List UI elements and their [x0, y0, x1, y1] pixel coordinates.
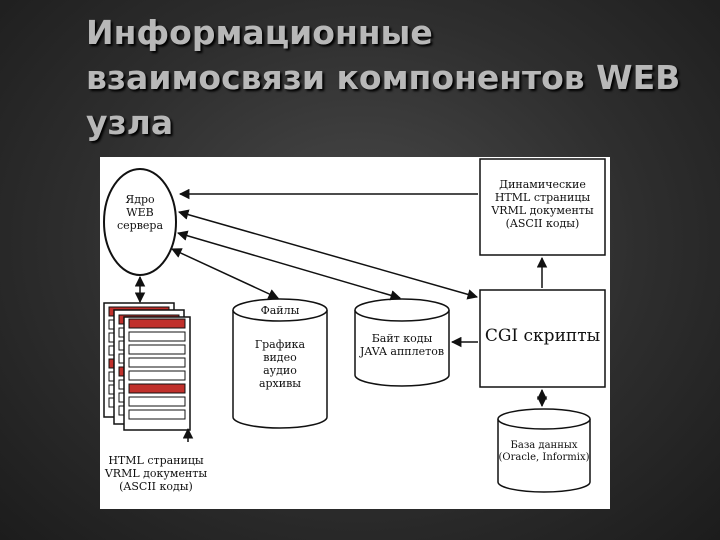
html-documents-label: HTML страницы VRML документы (ASCII коды… [104, 454, 208, 493]
core-server-label: Ядро WEB сервера [116, 193, 163, 232]
arrow-core-cgi [177, 209, 479, 300]
cgi-scripts-label: CGI скрипты [484, 326, 601, 346]
dynamic-pages-label: Динамические HTML страницы VRML документ… [491, 178, 594, 230]
html-documents-stack [103, 302, 191, 431]
core-server-ellipse [103, 168, 177, 276]
arrow-core-bytecode [176, 230, 402, 301]
cgi-scripts-box [479, 289, 606, 388]
bytecode-label: Байт коды JAVA апплетов [359, 332, 445, 358]
arrow-core-files [171, 248, 279, 299]
bytecode-cylinder [354, 298, 450, 387]
title-line-1: Информационные [86, 13, 433, 52]
database-cylinder [497, 408, 591, 493]
files-header-label: Файлы [260, 304, 300, 317]
files-cylinder [232, 298, 328, 429]
files-items-label: Графика видео аудио архивы [254, 338, 306, 390]
diagram-graphics [103, 158, 606, 493]
title-line-2: взаимосвязи компонентов WEB [86, 58, 681, 97]
dynamic-pages-box [479, 158, 606, 256]
web-node-diagram: Ядро WEB сервера Динамические HTML стран… [100, 157, 610, 509]
title-line-3: узла [86, 103, 174, 142]
database-label: База данных (Oracle, Informix) [498, 440, 590, 463]
slide-title: Информационные взаимосвязи компонентов W… [86, 10, 696, 145]
